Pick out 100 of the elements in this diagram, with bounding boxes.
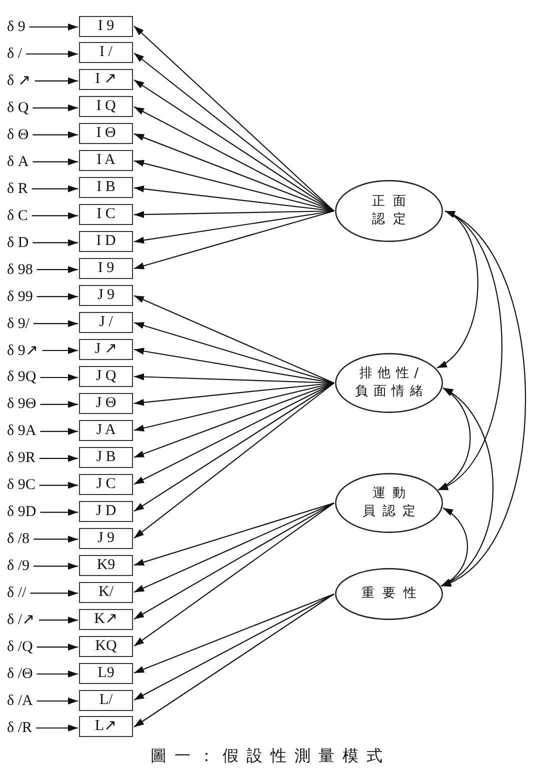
arrow: [134, 502, 334, 566]
latent-ellipse: 重要性: [335, 568, 443, 620]
error-term-label: δ 9/: [7, 316, 30, 332]
arrow: [42, 347, 78, 354]
arrow: [32, 104, 78, 112]
indicator-box: I D: [79, 231, 133, 252]
arrow: [32, 239, 78, 246]
indicator-box: J /: [79, 312, 133, 334]
indicator-box: KQ: [79, 636, 133, 657]
latent-ellipse: 排他性/負面情緒: [335, 353, 443, 413]
arrow: [32, 212, 78, 220]
indicator-box: K9: [79, 554, 133, 576]
arrow: [134, 106, 334, 212]
arrow: [40, 428, 78, 435]
indicator-box: K↗: [79, 608, 133, 630]
arrow: [36, 644, 78, 651]
indicator-box: J 9: [79, 285, 133, 306]
error-term-label: δ Q: [7, 100, 29, 116]
arrow: [134, 382, 334, 539]
arrow: [39, 454, 78, 462]
arrow: [36, 698, 78, 704]
arrow: [36, 670, 78, 678]
indicator-box: I /: [79, 42, 133, 64]
latent-ellipse: 正面認定: [335, 180, 443, 242]
indicator-box: I 9: [79, 16, 133, 36]
error-term-label: δ 9D: [7, 504, 36, 520]
indicator-box: J B: [79, 446, 133, 468]
indicator-box: J 9: [79, 528, 133, 549]
indicator-box: J A: [79, 420, 133, 441]
arrow: [134, 382, 334, 406]
double-headed-arrow: [438, 388, 471, 490]
arrow: [134, 382, 334, 512]
indicator-box: J Θ: [79, 392, 133, 414]
error-term-label: δ 9↗: [7, 342, 38, 359]
double-headed-arrow: [440, 388, 494, 586]
error-term-label: δ /9: [7, 558, 30, 574]
arrow: [36, 266, 78, 274]
error-term-label: δ 9A: [7, 423, 36, 440]
error-term-label: δ 9: [7, 19, 26, 35]
arrow: [32, 185, 78, 192]
arrow: [26, 50, 78, 58]
indicator-box: I Q: [79, 96, 133, 118]
error-term-label: δ 98: [7, 262, 33, 278]
error-term-label: δ /↗: [7, 612, 35, 628]
error-term-label: δ 99: [7, 288, 33, 305]
arrow: [134, 79, 334, 212]
arrow: [29, 24, 78, 30]
arrow: [32, 158, 78, 166]
indicator-box: J C: [79, 474, 133, 495]
double-headed-arrow: [440, 508, 468, 586]
error-term-label: δ R: [7, 180, 28, 197]
arrow: [134, 594, 334, 728]
error-term-label: δ ↗: [7, 72, 31, 89]
arrow: [134, 210, 334, 244]
arrow: [134, 295, 334, 384]
error-term-label: δ /Θ: [7, 666, 33, 682]
arrow: [134, 593, 334, 674]
indicator-box: I A: [79, 150, 133, 172]
arrow: [36, 293, 78, 300]
error-term-label: δ /R: [7, 720, 32, 736]
error-term-label: δ /A: [7, 693, 33, 709]
indicator-box: J D: [79, 500, 133, 522]
arrow: [134, 133, 334, 212]
indicator-box: J ↗: [79, 339, 133, 360]
indicator-box: J Q: [79, 366, 133, 387]
indicator-box: I 9: [79, 258, 133, 280]
arrow: [40, 400, 78, 408]
latent-ellipse: 運動員認定: [335, 473, 443, 533]
error-term-label: δ Θ: [7, 126, 29, 143]
arrow: [40, 508, 78, 516]
caption: 圖一：假設性測量模式: [150, 746, 390, 767]
error-term-label: δ 9Θ: [7, 396, 36, 412]
error-term-label: δ /Q: [7, 639, 33, 656]
arrow: [134, 382, 334, 485]
arrow: [134, 210, 334, 270]
indicator-box: L↗: [79, 716, 133, 738]
error-term-label: δ /8: [7, 531, 30, 548]
arrow: [134, 594, 334, 700]
indicator-box: I Θ: [79, 123, 133, 144]
arrow: [39, 482, 78, 489]
error-term-label: δ //: [7, 585, 26, 602]
arrow: [30, 590, 78, 597]
arrow: [134, 382, 334, 432]
arrow: [34, 77, 78, 84]
arrow: [34, 320, 78, 328]
error-term-label: δ 9Q: [7, 369, 36, 386]
arrow: [36, 724, 78, 732]
error-term-label: δ D: [7, 234, 29, 251]
indicator-box: I C: [79, 204, 133, 226]
indicator-box: I B: [79, 177, 133, 198]
indicator-box: L9: [79, 662, 133, 684]
arrow: [32, 131, 78, 138]
arrow: [34, 536, 78, 543]
arrow: [39, 616, 78, 624]
indicator-box: K/: [79, 582, 133, 603]
error-term-label: δ 9R: [7, 450, 36, 466]
arrow: [134, 502, 334, 647]
arrow: [134, 502, 334, 620]
error-term-label: δ C: [7, 208, 28, 224]
arrow: [134, 382, 334, 458]
